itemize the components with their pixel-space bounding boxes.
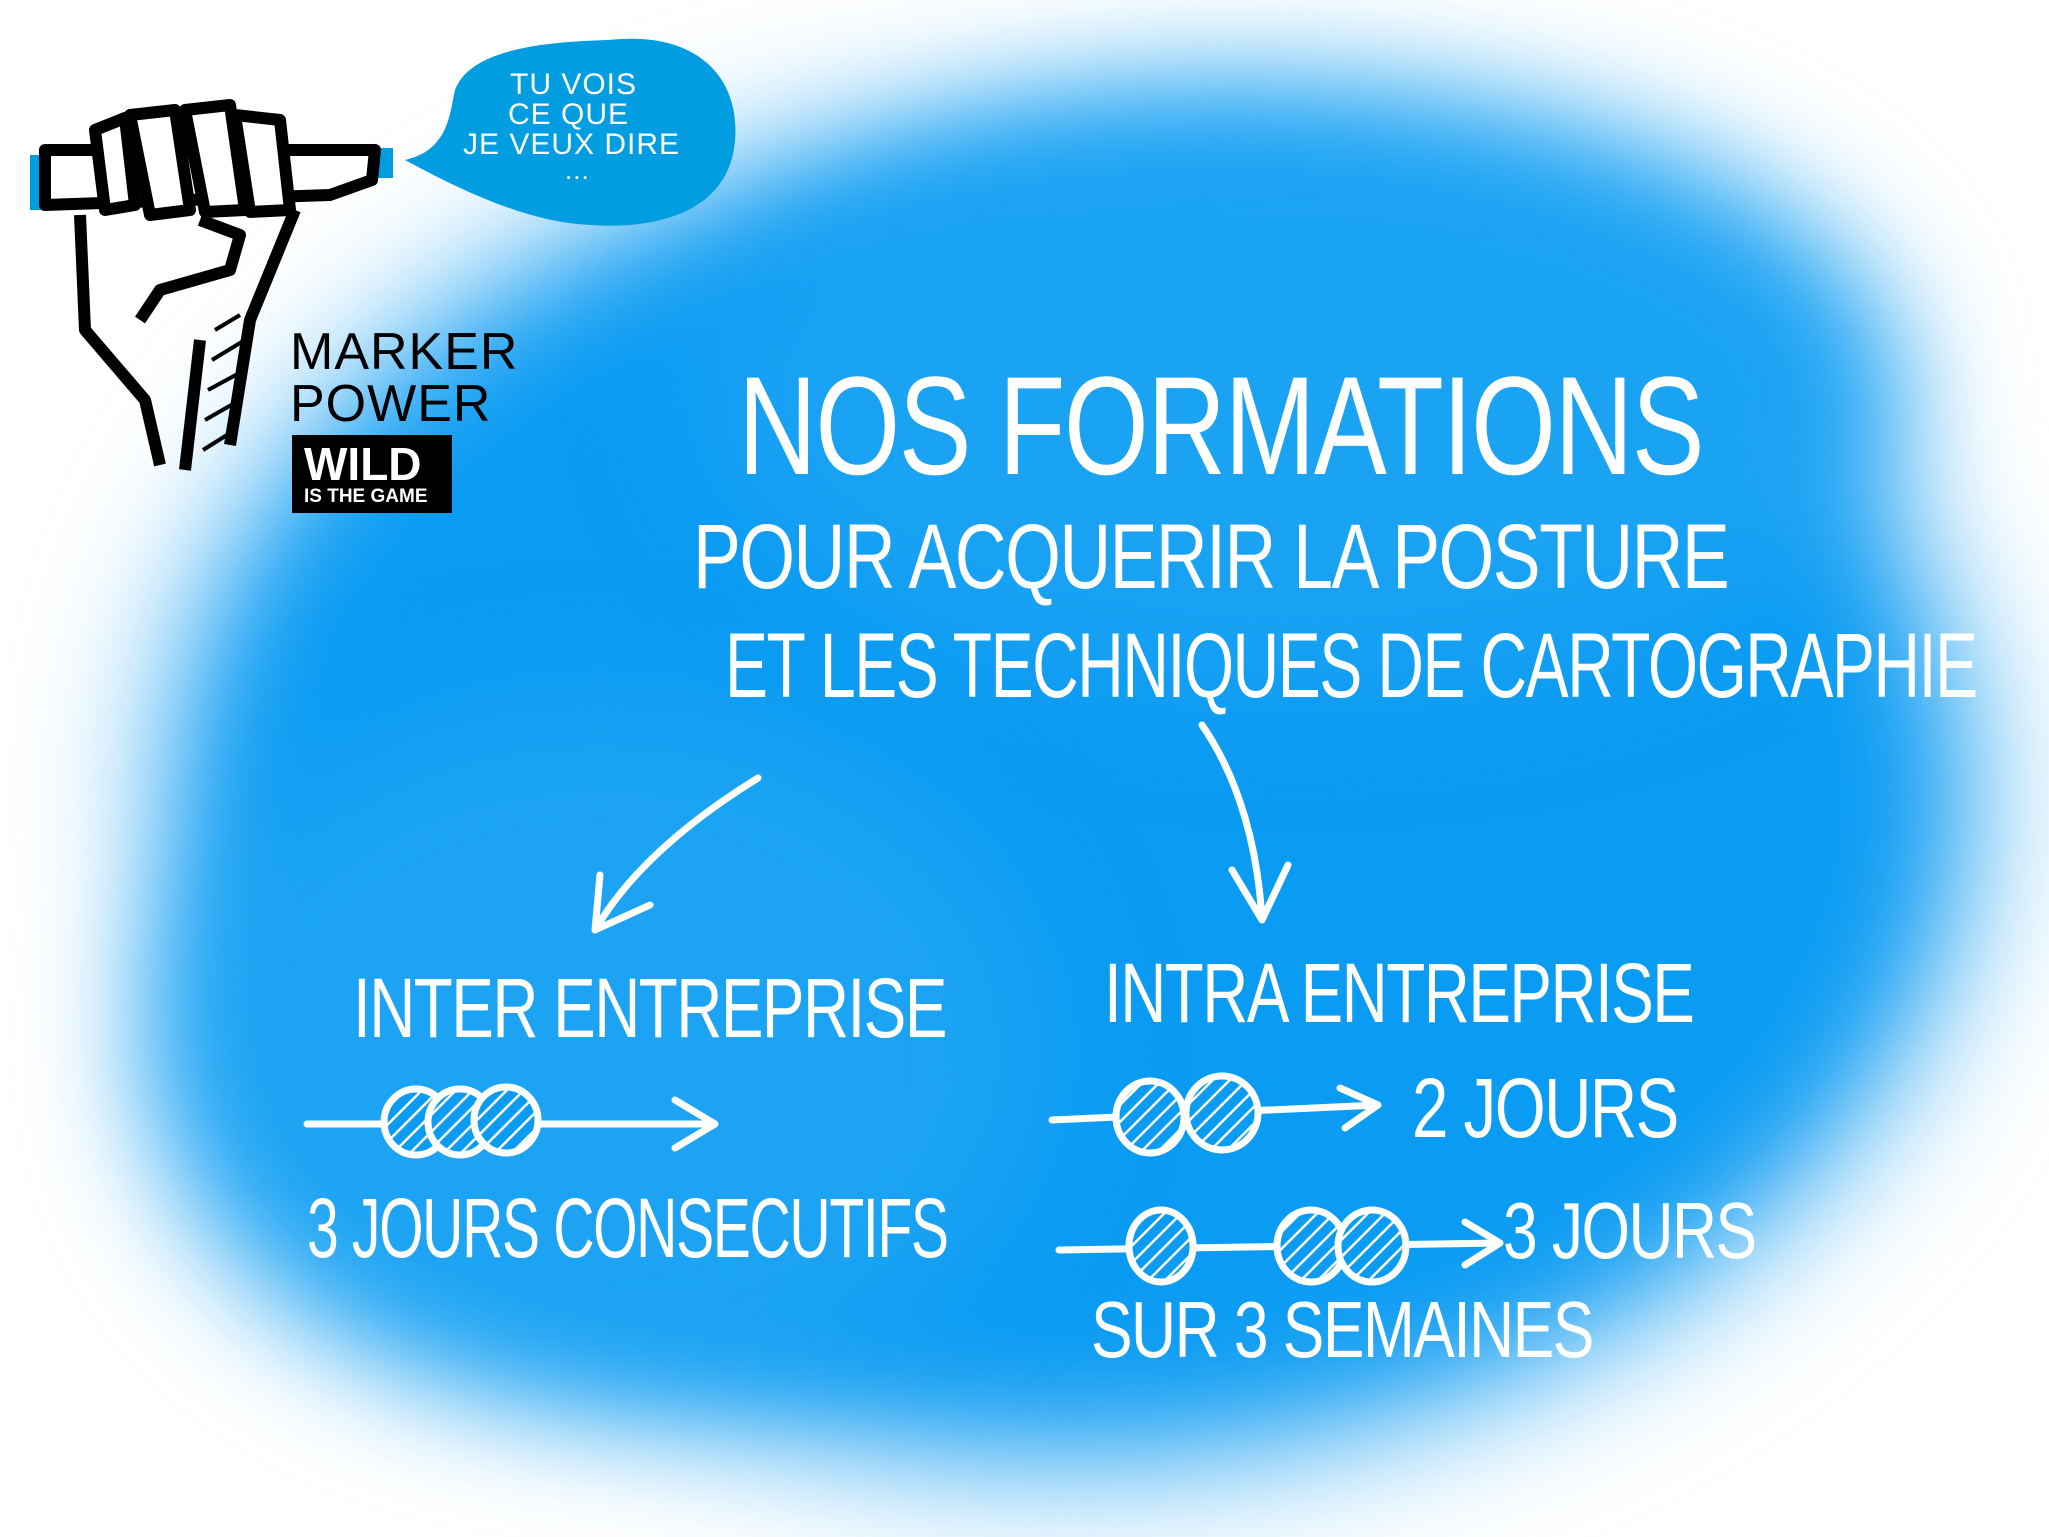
day-circle <box>1112 1077 1188 1157</box>
subtitle-line-2: ET LES TECHNIQUES DE CARTOGRAPHIE <box>725 615 1978 717</box>
day-circle <box>1125 1206 1197 1286</box>
brand-power: POWER <box>290 375 492 433</box>
speech-bubble-shape <box>405 38 736 226</box>
day-circle <box>1182 1072 1262 1154</box>
intra-option1-label: 2 JOURS <box>1412 1061 1679 1155</box>
day-circle <box>1334 1206 1410 1286</box>
speech-bubble-line-3: JE VEUX DIRE <box>463 128 681 161</box>
intra-heading: INTRA ENTREPRISE <box>1104 946 1695 1040</box>
intra-option2-label: 3 JOURS <box>1503 1186 1757 1275</box>
inter-heading: INTER ENTREPRISE <box>353 961 947 1055</box>
day-circle <box>470 1083 542 1157</box>
inter-caption: 3 JOURS CONSECUTIFS <box>307 1181 949 1275</box>
wild-badge-main: WILD <box>304 438 422 490</box>
subtitle-line-1: POUR ACQUERIR LA POSTURE <box>693 506 1730 608</box>
speech-bubble-line-2: CE QUE <box>508 98 630 131</box>
page-title: NOS FORMATIONS <box>738 347 1705 504</box>
wild-badge-sub: IS THE GAME <box>304 486 428 507</box>
speech-bubble-line-4: ... <box>565 155 590 185</box>
arrow-to-intra <box>1198 721 1292 924</box>
intra-option2-caption: SUR 3 SEMAINES <box>1091 1285 1594 1374</box>
brand-marker: MARKER <box>290 323 519 381</box>
wild-badge: WILD IS THE GAME <box>292 435 452 513</box>
speech-bubble-line-1: TU VOIS <box>510 68 638 101</box>
arrow-to-inter <box>591 774 762 934</box>
